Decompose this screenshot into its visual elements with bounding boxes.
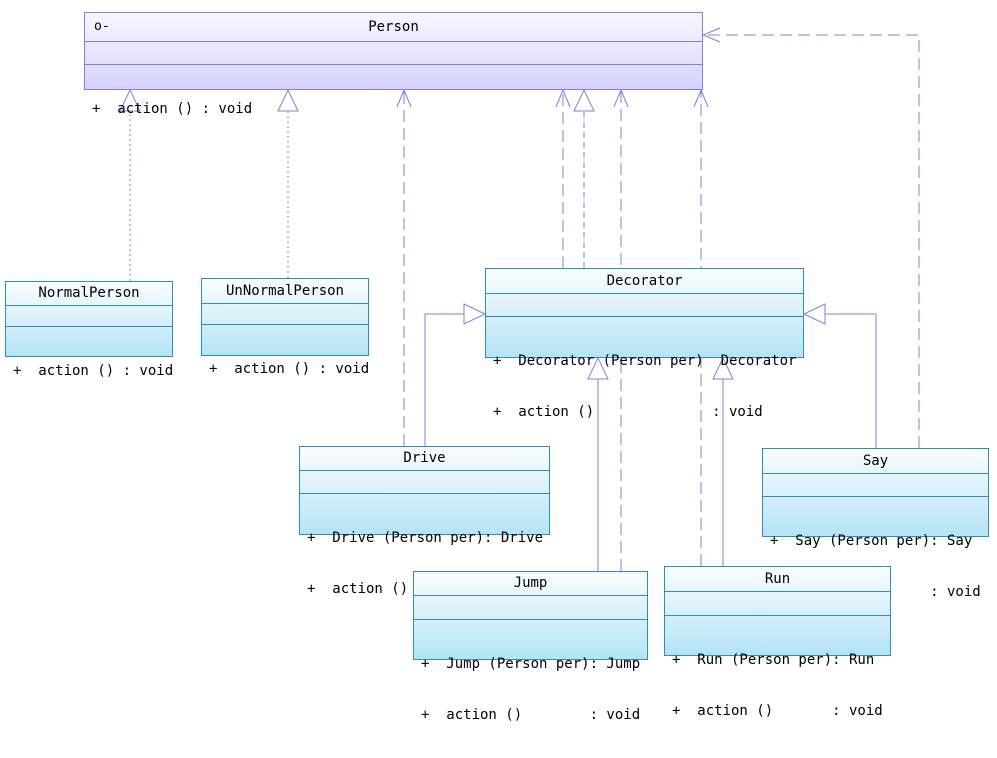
interface-lollipop-icon: o-: [94, 19, 110, 34]
decorator-class[interactable]: Decorator + Decorator (Person per) Decor…: [485, 268, 804, 420]
attributes-section: [763, 474, 988, 497]
attributes-section: [665, 592, 890, 616]
operations-section: + action () : void: [85, 65, 702, 152]
operations-section: + Jump (Person per): Jump + action () : …: [414, 620, 647, 758]
realization-arrowhead: [119, 88, 141, 112]
class-header: Say: [763, 449, 988, 474]
attributes-section: [486, 294, 803, 317]
dependency-arrowhead: [396, 88, 412, 108]
class-header: NormalPerson: [6, 282, 172, 306]
operation: + action () : void: [493, 404, 763, 420]
generalization-drive: [424, 313, 464, 446]
operation: + Drive (Person per): Drive: [307, 530, 544, 546]
dependency-arrowhead: [693, 88, 709, 108]
dependency-arrowhead: [555, 88, 571, 108]
operation: + Run (Person per): Run: [672, 652, 875, 668]
say-class[interactable]: Say + Say (Person per): Say + action () …: [762, 448, 989, 600]
operation: + action () : void: [13, 363, 174, 379]
operation: + action () : void: [209, 361, 370, 377]
operations-section: + action () : void: [202, 325, 370, 412]
jump-class[interactable]: Jump + Jump (Person per): Jump + action …: [413, 571, 648, 723]
unnormalperson-class[interactable]: UnNormalPerson + action () : void: [201, 278, 369, 377]
generalization-arrowhead: [463, 303, 487, 325]
operations-section: + Decorator (Person per) Decorator + act…: [486, 317, 803, 455]
class-header: Jump: [414, 572, 647, 596]
attributes-section: [414, 596, 647, 620]
drive-class[interactable]: Drive + Drive (Person per): Drive + acti…: [299, 446, 550, 597]
realization-arrowhead: [277, 88, 299, 112]
class-name: UnNormalPerson: [225, 283, 344, 299]
dependency-arrowhead: [701, 27, 721, 43]
dependency-say: [703, 34, 920, 448]
operation: + Decorator (Person per) Decorator: [493, 353, 797, 369]
class-name: Jump: [513, 575, 548, 591]
class-name: Run: [764, 571, 791, 587]
operation: + action () : void: [672, 703, 883, 719]
class-header: Decorator: [486, 269, 803, 294]
attributes-section: [202, 304, 368, 325]
operation: + Jump (Person per): Jump: [421, 656, 641, 672]
generalization-arrowhead: [712, 356, 734, 380]
realization-arrowhead: [573, 88, 595, 112]
generalization-say: [825, 313, 877, 448]
operation: + action () : void: [92, 101, 253, 117]
class-header: UnNormalPerson: [202, 279, 368, 304]
class-name: NormalPerson: [38, 285, 140, 301]
operation: + action () : void: [421, 707, 641, 723]
class-name: Decorator: [606, 273, 683, 289]
operation: + Say (Person per): Say: [770, 533, 973, 549]
operations-section: + action () : void: [6, 327, 174, 414]
generalization-arrowhead: [802, 303, 826, 325]
class-header: o- Person: [85, 13, 702, 42]
class-name: Drive: [403, 450, 446, 466]
attributes-section: [85, 42, 702, 65]
class-header: Drive: [300, 447, 549, 471]
generalization-arrowhead: [587, 356, 609, 380]
run-class[interactable]: Run + Run (Person per): Run + action () …: [664, 566, 891, 719]
attributes-section: [6, 306, 172, 327]
class-header: Run: [665, 567, 890, 592]
class-name: Say: [862, 453, 889, 469]
person-class[interactable]: o- Person + action () : void: [84, 12, 703, 117]
class-name: Person: [368, 19, 419, 35]
normalperson-class[interactable]: NormalPerson + action () : void: [5, 281, 173, 379]
attributes-section: [300, 471, 549, 494]
dependency-arrowhead: [613, 88, 629, 108]
uml-class-diagram: o- Person + action () : void NormalPerso…: [5, 12, 989, 723]
operations-section: + Run (Person per): Run + action () : vo…: [665, 616, 890, 754]
